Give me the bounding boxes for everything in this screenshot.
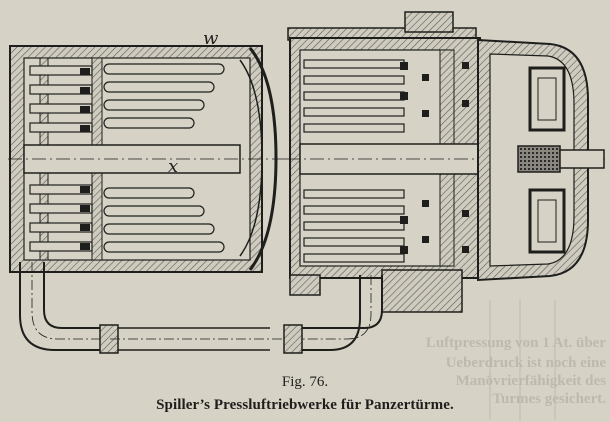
part-label-w: w xyxy=(203,28,219,49)
left-cylinder-block xyxy=(8,45,300,354)
right-cylinder-block xyxy=(283,11,605,354)
bleed-through-line: Luftpressung von 1 At. über xyxy=(425,335,606,351)
bleed-through-line: Manövrierfähigkeit des xyxy=(455,373,606,389)
figure-caption: Spiller’s Pressluftriebwerke für Panzert… xyxy=(156,397,454,413)
part-label-x: x xyxy=(168,156,178,177)
figure-number: Fig. 76. xyxy=(281,374,329,390)
bleed-through-line: Ueberdruck ist noch eine xyxy=(445,355,606,371)
bleed-through-line: Turmes gesichert. xyxy=(492,391,606,407)
bleed-through-lines xyxy=(489,300,556,420)
